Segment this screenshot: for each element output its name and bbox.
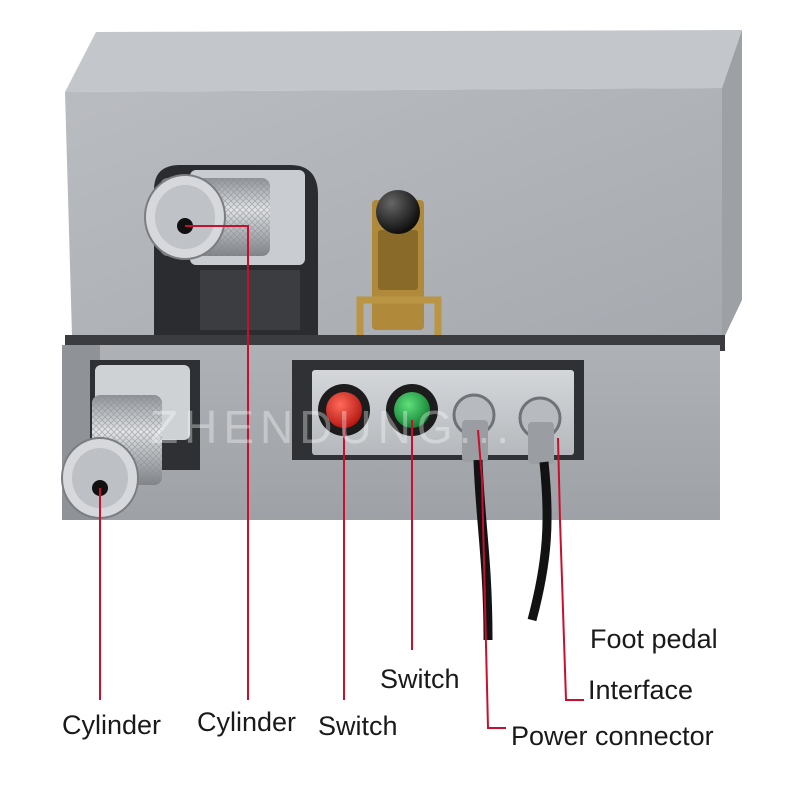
label-power-connector: Power connector	[511, 721, 714, 751]
label-cylinder-right: Cylinder	[197, 707, 297, 737]
leader-cylinder-right	[185, 225, 249, 700]
label-switch-top: Switch	[380, 664, 460, 694]
leader-lines	[99, 225, 584, 729]
watermark-text: ZHENDUNG...	[150, 401, 515, 453]
green-switch	[386, 384, 438, 436]
leader-power-connector	[477, 429, 506, 729]
label-foot-pedal: Foot pedal	[590, 624, 718, 654]
label-switch-bottom: Switch	[318, 711, 398, 741]
latch-clamp	[356, 190, 442, 370]
lower-cylinder-assembly	[61, 360, 200, 519]
red-switch	[318, 384, 370, 436]
upper-cylinder-assembly	[144, 165, 318, 335]
label-interface: Interface	[588, 675, 694, 705]
leader-foot-pedal	[557, 437, 584, 701]
foot-pedal-connector	[518, 396, 562, 622]
label-cylinder-left: Cylinder	[62, 710, 162, 740]
